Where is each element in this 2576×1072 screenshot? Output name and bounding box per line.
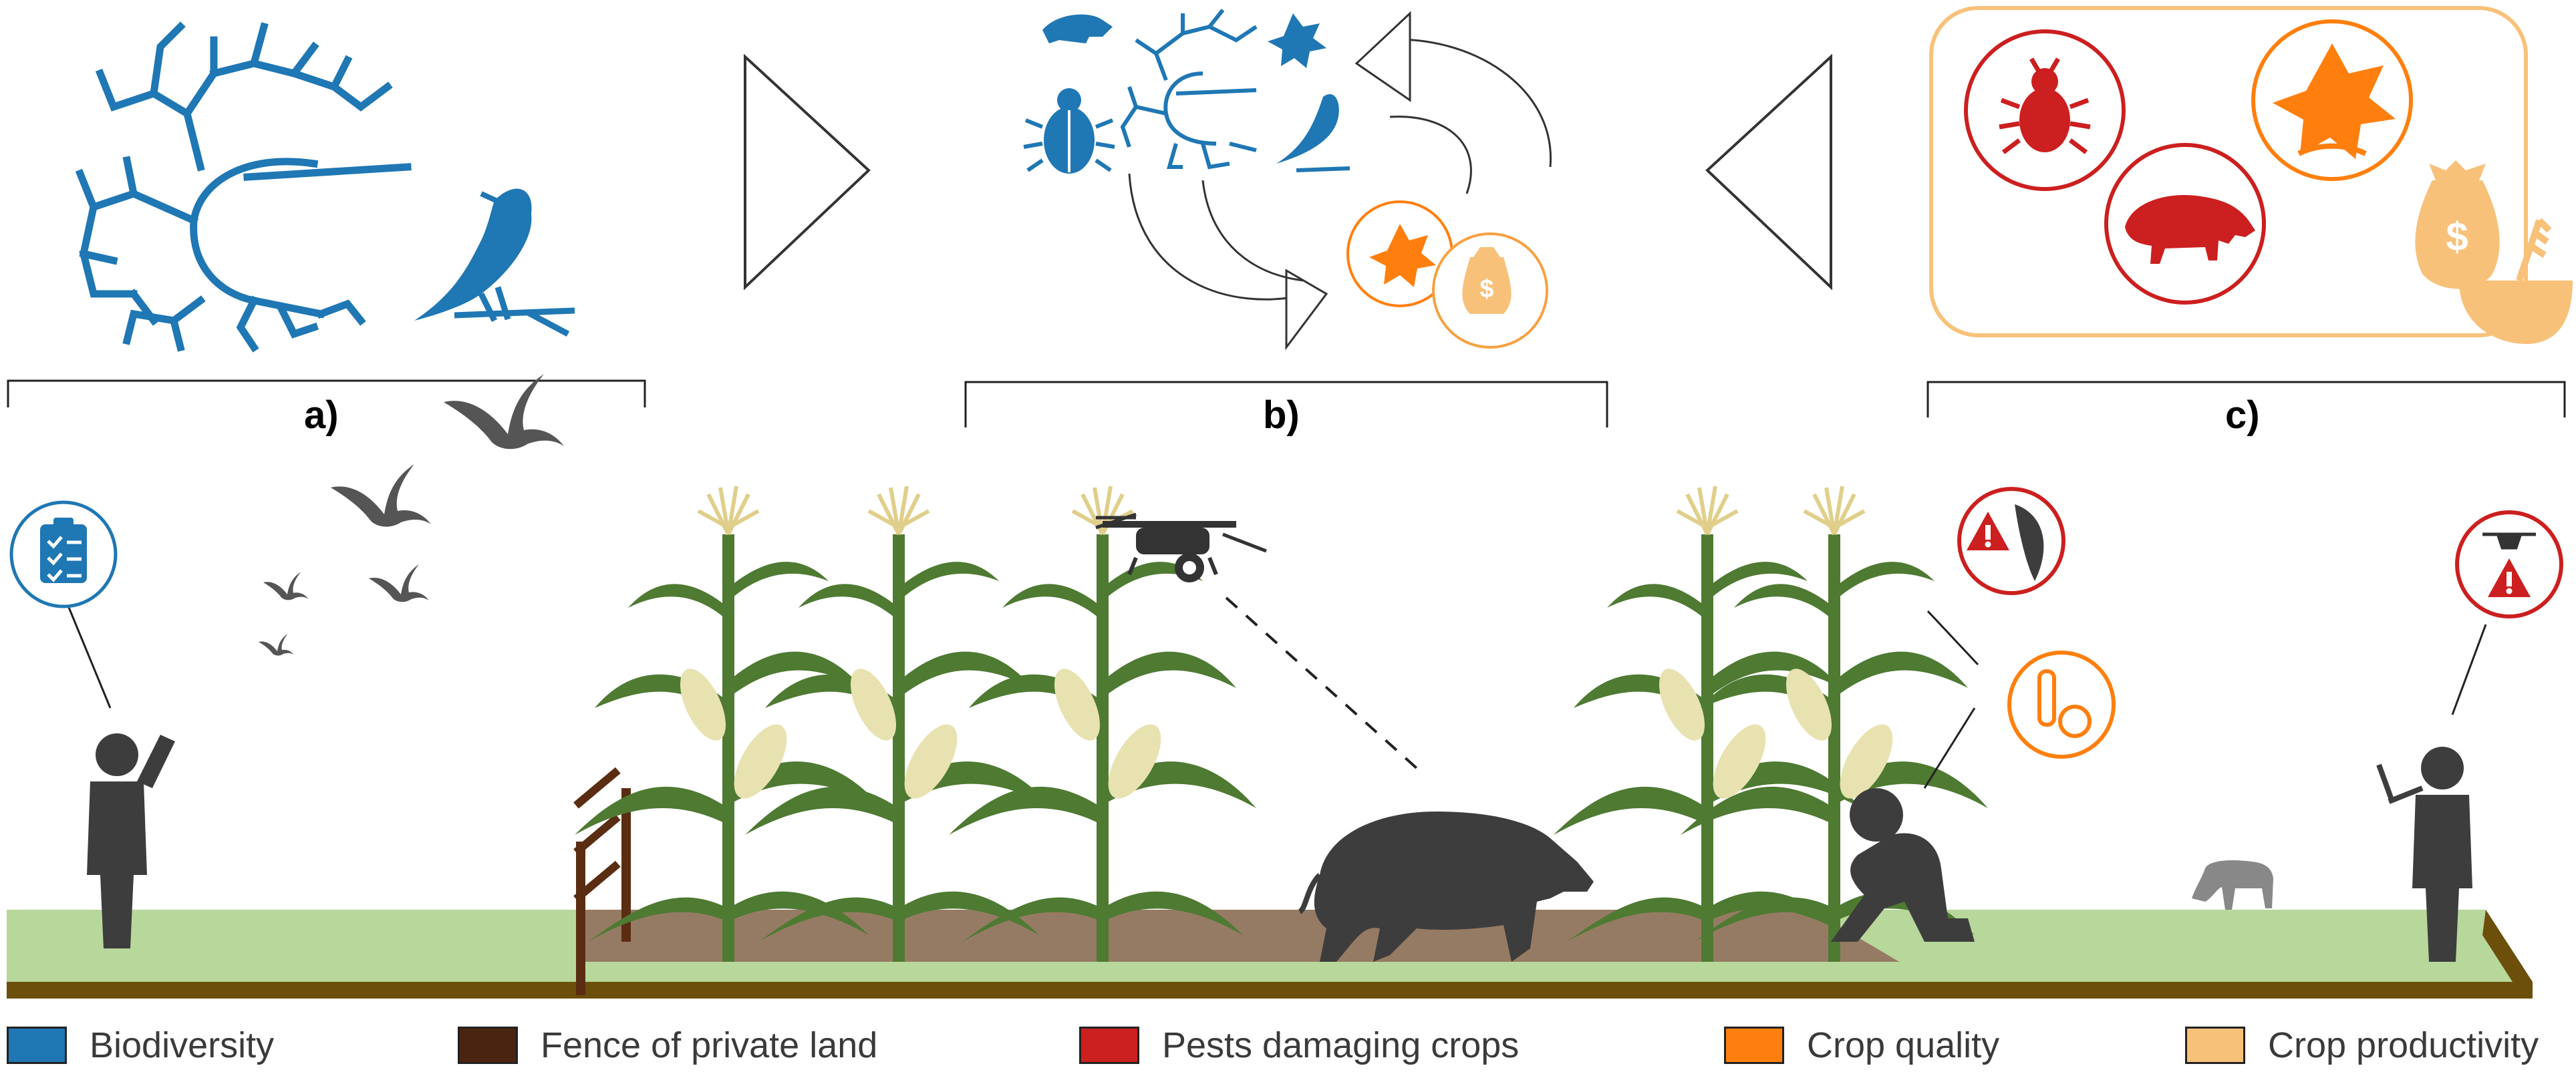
clipboard-icon (9, 500, 118, 608)
callout-line (1923, 610, 1979, 789)
cow-icon (2192, 860, 2273, 910)
maize-plant (575, 486, 882, 962)
callout-line (62, 594, 112, 709)
legend-label: Biodiversity (90, 1025, 275, 1065)
legend-swatch-pests (1079, 1027, 1139, 1064)
bird-icon (414, 188, 575, 337)
panel-bracket-c (1926, 381, 2566, 417)
bird-icon (1276, 94, 1350, 172)
flying-bird (259, 633, 294, 656)
warning-leaf-icon (1957, 487, 2065, 595)
test-tube-dna-icon (2007, 651, 2116, 759)
boar-icon (1042, 14, 1113, 43)
grain-bowl-icon (2459, 218, 2573, 344)
legend-swatch-biodiversity (7, 1027, 67, 1064)
arrow-right-icon (744, 53, 871, 291)
cycle-arrows-icon (1128, 11, 1552, 351)
panel-bracket-a (7, 379, 646, 407)
legend-swatch-productivity (2185, 1027, 2245, 1064)
legend-item: Fence of private land (458, 1025, 877, 1065)
boar-icon (2104, 143, 2266, 305)
kneeling-person (1831, 788, 1975, 942)
flying-bird (444, 373, 564, 450)
arrow-left-icon (1705, 53, 1832, 291)
fence (573, 767, 631, 995)
panel-label-b: b) (1263, 393, 1300, 437)
legend-label: Crop quality (1807, 1025, 2000, 1065)
maize-plant (745, 486, 1052, 962)
flying-bird (369, 564, 429, 602)
panel-bracket-b (964, 381, 1608, 427)
flower-icon (1268, 13, 1326, 68)
legend-label: Pests damaging crops (1162, 1025, 1520, 1065)
drone-warning-icon (2455, 510, 2563, 618)
drone-sight-line (1225, 596, 1418, 769)
money-bag-icon: $ (1432, 232, 1548, 349)
callout-line (2451, 624, 2487, 715)
flower-icon (1346, 200, 1453, 307)
legend-label: Fence of private land (541, 1025, 878, 1065)
panel-label-c: c) (2225, 393, 2260, 437)
money-bag-icon: $ (2415, 160, 2500, 289)
flying-bird (263, 572, 309, 600)
legend-item: Crop quality (1724, 1025, 1999, 1065)
phylogenetic-tree-icon (75, 21, 412, 353)
legend-swatch-quality (1724, 1027, 1784, 1064)
drone-icon (1095, 512, 1267, 582)
legend-item: Pests damaging crops (1079, 1025, 1519, 1065)
drone-operator-person (2376, 747, 2472, 962)
pest-insect-icon (1964, 29, 2126, 191)
svg-text:$: $ (1479, 275, 1493, 303)
ground (7, 910, 2533, 999)
svg-text:$: $ (2446, 214, 2468, 259)
legend-item: Crop productivity (2185, 1025, 2539, 1065)
phylogenetic-tree-icon (1120, 9, 1258, 170)
legend-swatch-fence (458, 1027, 518, 1064)
flower-icon (2251, 19, 2413, 181)
impact-box (1929, 6, 2528, 337)
beetle-icon (1023, 88, 1115, 174)
legend-label: Crop productivity (2268, 1025, 2539, 1065)
wild-boar (1298, 812, 1594, 962)
panel-label-a: a) (304, 393, 339, 437)
legend-item: Biodiversity (7, 1025, 274, 1065)
flying-bird (331, 464, 431, 527)
birdwatcher-person (87, 733, 175, 948)
